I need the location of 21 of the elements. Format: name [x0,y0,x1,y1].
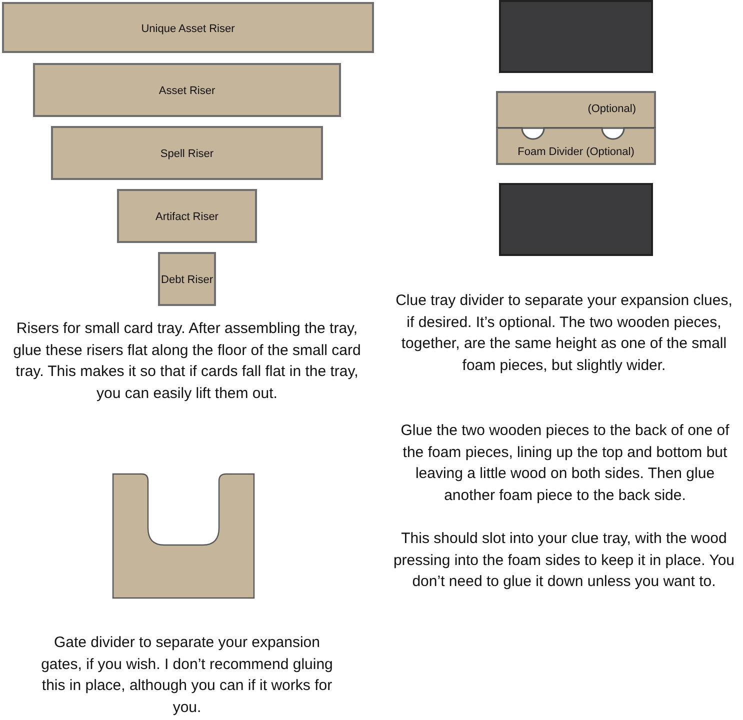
part-label: Unique Asset Riser [140,22,236,34]
riser-board [33,63,341,117]
part-label: Spell Riser [159,148,215,160]
instruction-text: Risers for small card tray. After assembling the tray, glue these risers flat along the floor of the small card tray. This makes it so that if cards fall flat in the tray, you can easily lift them out. [12,319,362,404]
part-label: Artifact Riser [154,211,220,223]
riser-board [117,189,257,243]
part-label: Debt Riser [160,274,214,286]
foam-block [499,183,653,256]
part-label: Foam Divider (Optional) [516,146,636,158]
wood-piece [496,128,656,165]
part-label: Asset Riser [158,85,216,97]
instruction-text: Glue the two wooden pieces to the back of one of the foam pieces, lining up the top and bottom but leaving a little wood on both sides. Then glue another foam piece to the back side. [400,421,730,506]
instruction-text: This should slot into your clue tray, with the wood pressing into the foam sides to keep it in place. You don’t need to glue it down unless you want to. [392,529,736,592]
wood-piece [496,91,656,129]
foam-block [499,0,653,73]
instruction-text: Gate divider to separate your expansion gates, if you wish. I don’t recommend gluing this in place, although you can if it works for you. [40,633,334,718]
riser-board [158,252,216,306]
riser-board [51,126,323,180]
instruction-text: Clue tray divider to separate your expansion clues, if desired. It’s optional. The two wooden pieces, together, are the same height as one of the small foam pieces, but slightly wider. [394,291,734,376]
part-label: (Optional) [588,103,636,115]
riser-board [2,2,374,53]
